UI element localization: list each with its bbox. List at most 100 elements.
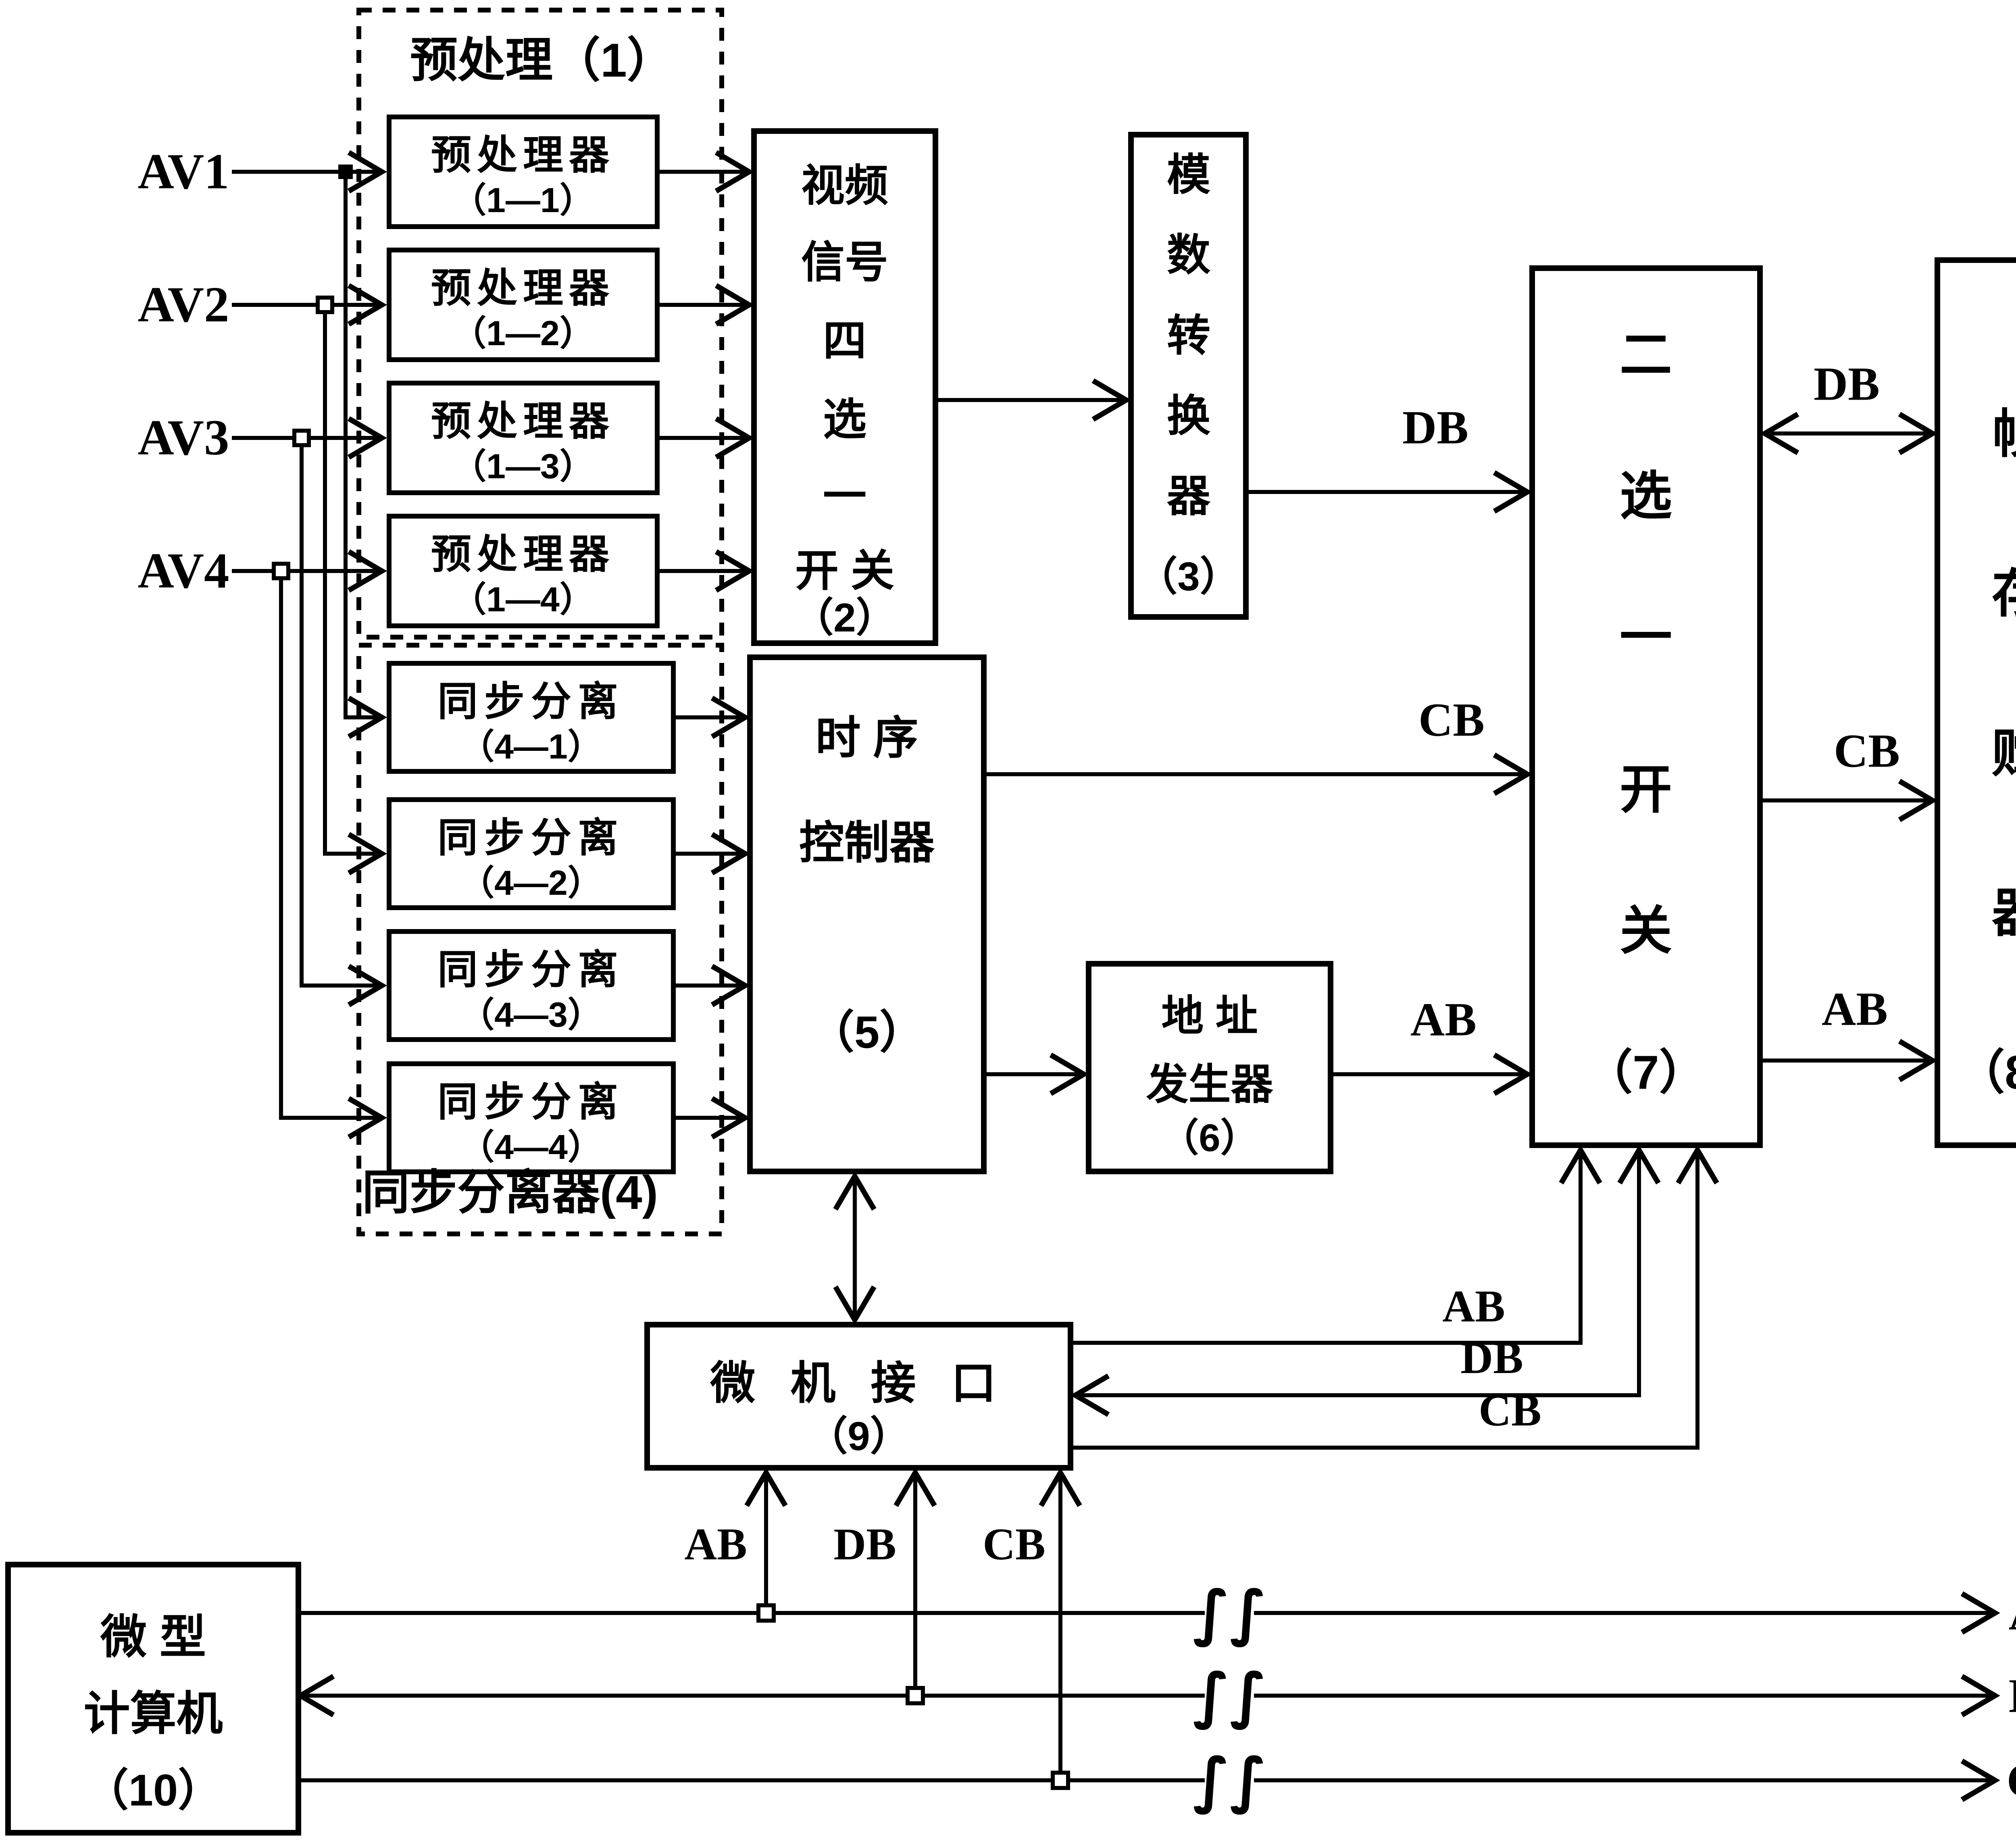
label-sw2-row2: 四 <box>823 317 866 365</box>
box-sync-separator-4 <box>387 1061 676 1174</box>
wire-sw7-if9-db <box>1070 1145 1661 1417</box>
label-sync-3-name: 同步分离 <box>437 947 625 992</box>
label-sync-1-name: 同步分离 <box>437 679 625 724</box>
label-sw2-row6: （2） <box>793 595 896 640</box>
label-adc-row0: 模 <box>1167 150 1210 199</box>
box-microcomputer <box>5 1562 301 1836</box>
label-mcu-row1: 计算机 <box>83 1688 223 1740</box>
junction-av1 <box>338 165 353 179</box>
junction-av3 <box>292 429 311 447</box>
bus-break-cb: ∫∫ <box>1193 1745 1267 1815</box>
label-sw2-row0: 视频 <box>801 161 888 210</box>
box-two-select-switch <box>1529 265 1763 1148</box>
box-mcu-interface <box>644 1322 1073 1471</box>
label-cb-bus-end: CB <box>2007 1754 2016 1807</box>
label-cb-timing-sw7: CB <box>1418 694 1485 746</box>
label-sw2-row4: 一 <box>823 472 866 521</box>
label-av4: AV4 <box>138 543 229 599</box>
label-preprocessor-2-name: 预处理器 <box>431 266 615 311</box>
box-preprocessor-4 <box>387 514 660 628</box>
label-frame-row2: 贮 <box>1992 724 2016 783</box>
bus-break-mask-cb <box>1205 1748 1254 1813</box>
box-sync-separator-1 <box>387 661 676 774</box>
label-av1: AV1 <box>138 144 229 200</box>
label-addrgen-row0: 地 址 <box>1161 993 1258 1040</box>
box-timing-controller <box>747 654 987 1174</box>
box-adc <box>1128 132 1249 620</box>
label-adc-row4: 器 <box>1167 472 1211 521</box>
label-sync-2-id: （4—2） <box>460 864 602 902</box>
junction-bus-cb <box>1051 1771 1070 1790</box>
label-sw7-row5: （7） <box>1585 1046 1707 1099</box>
label-sw7-row0: 二 <box>1620 325 1672 384</box>
label-if9-row0: 微 机 接 口 <box>710 1358 1007 1409</box>
label-sw2-row5: 开 关 <box>795 546 894 595</box>
label-mcu-row2: （10） <box>84 1766 222 1815</box>
label-cb-if9-sw7: CB <box>1479 1386 1541 1436</box>
label-addrgen-row2: （6） <box>1160 1117 1259 1160</box>
label-sync-1-id: （4—1） <box>460 727 602 766</box>
label-sw2-row1: 信号 <box>801 238 888 287</box>
junction-av4 <box>272 562 290 580</box>
label-sync-group-title: 同步分离器(4) <box>362 1166 658 1219</box>
label-sw2-row3: 选 <box>823 395 866 444</box>
label-sw7-row3: 开 <box>1620 760 1672 819</box>
wire-av2-to-sync2 <box>323 305 387 875</box>
label-sw7-row2: 一 <box>1620 608 1672 667</box>
label-adc-row3: 换 <box>1167 392 1210 440</box>
label-preprocessor-2-id: （1—2） <box>452 314 594 353</box>
label-timing-row2: （5） <box>809 1007 925 1058</box>
junction-bus-db <box>906 1686 925 1705</box>
label-frame-row4: （8） <box>1957 1046 2016 1099</box>
label-ab-sw7-frame: AB <box>1822 983 1888 1036</box>
box-video-switch <box>751 128 938 646</box>
label-adc-row2: 转 <box>1167 311 1210 360</box>
label-timing-row1: 控制器 <box>799 818 935 868</box>
label-sync-4-name: 同步分离 <box>437 1079 625 1125</box>
label-preprocessor-3-name: 预处理器 <box>431 399 615 444</box>
box-sync-separator-2 <box>387 797 676 910</box>
label-addrgen-row1: 发生器 <box>1146 1061 1273 1109</box>
label-frame-row3: 器 <box>1992 884 2016 942</box>
box-address-generator <box>1086 961 1333 1174</box>
wire-av4-to-sync4 <box>279 571 387 1140</box>
wire-if9-to-sw7-cb <box>1070 1145 1719 1450</box>
label-db-if9-sw7: DB <box>1460 1333 1523 1383</box>
label-frame-row0: 帧 <box>1992 404 2016 463</box>
label-ab-bus-if9: AB <box>684 1519 747 1569</box>
label-adc-row5: （3） <box>1137 554 1240 599</box>
bus-break-mask-db <box>1205 1663 1254 1728</box>
label-db-bus-end: DB <box>2009 1669 2016 1723</box>
box-sync-separator-3 <box>387 929 676 1042</box>
label-sync-2-name: 同步分离 <box>437 815 625 861</box>
label-preprocessor-3-id: （1—3） <box>452 447 594 486</box>
label-av2: AV2 <box>138 277 229 333</box>
label-sync-3-id: （4—3） <box>460 996 602 1034</box>
label-mcu-row0: 微 型 <box>100 1611 206 1663</box>
label-cb-sw7-frame: CB <box>1834 725 1900 777</box>
label-sync-4-id: （4—4） <box>460 1128 602 1167</box>
junction-bus-ab <box>756 1603 776 1623</box>
label-ab-bus-end: AB <box>2009 1586 2016 1640</box>
box-frame-store <box>1935 257 2016 1148</box>
box-preprocessor-3 <box>387 381 660 495</box>
label-frame-row1: 存 <box>1992 564 2016 623</box>
box-preprocessor-1 <box>387 115 660 229</box>
label-ab-if9-sw7: AB <box>1442 1282 1505 1332</box>
label-ab-addrgen-sw7: AB <box>1410 993 1477 1046</box>
label-adc-row1: 数 <box>1167 231 1210 279</box>
box-preprocessor-2 <box>387 248 660 362</box>
bus-break-ab: ∫∫ <box>1193 1578 1267 1648</box>
junction-av2 <box>316 296 334 314</box>
label-db-bus-if9: DB <box>833 1519 896 1569</box>
label-db-adc-sw7: DB <box>1402 401 1468 454</box>
bus-break-db: ∫∫ <box>1193 1661 1267 1731</box>
label-cb-bus-if9: CB <box>983 1519 1045 1569</box>
label-preprocessor-4-name: 预处理器 <box>431 532 615 577</box>
wire-av1-to-sync1 <box>344 172 387 739</box>
label-av3: AV3 <box>138 410 229 466</box>
label-db-sw7-frame: DB <box>1814 358 1880 411</box>
label-sw7-row4: 关 <box>1620 901 1672 960</box>
